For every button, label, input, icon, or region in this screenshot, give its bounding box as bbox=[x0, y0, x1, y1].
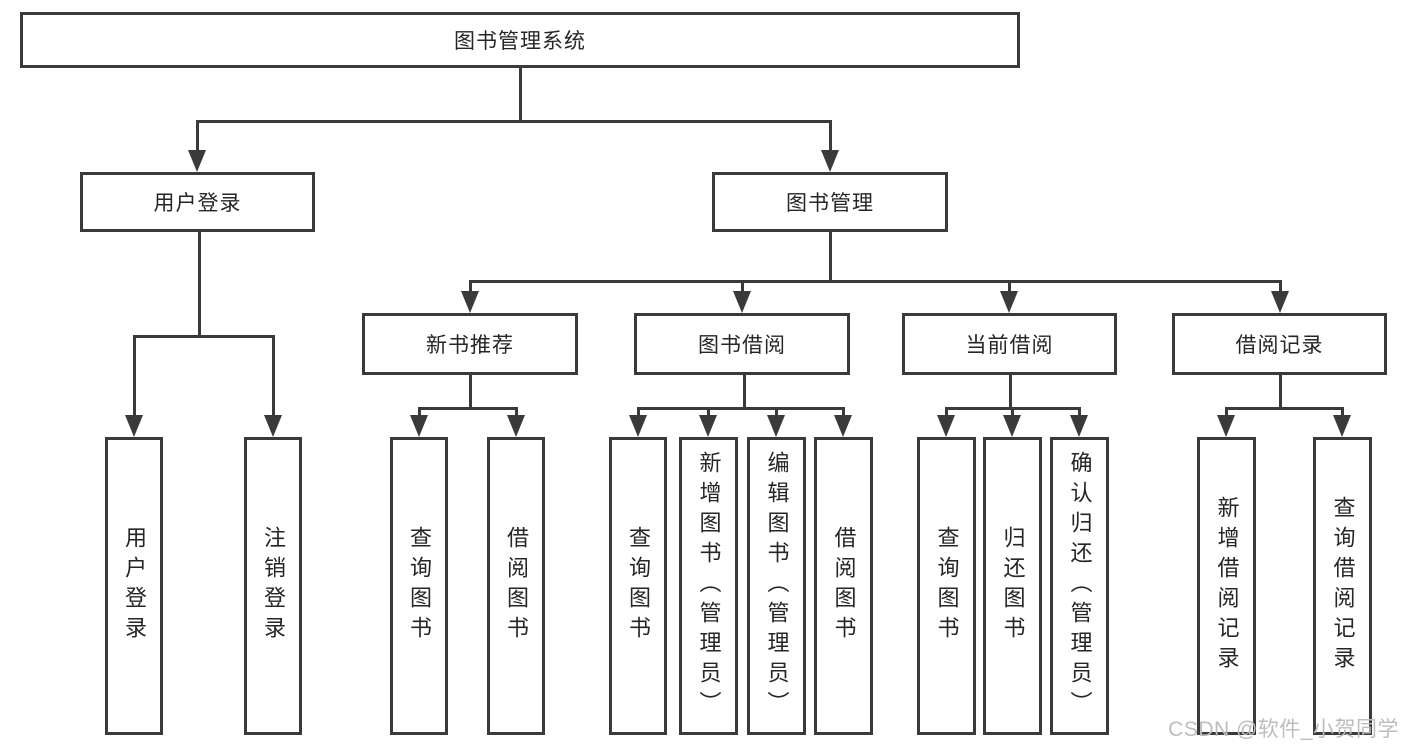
arrowhead-down bbox=[699, 415, 717, 437]
connector-line bbox=[944, 407, 948, 417]
connector-line bbox=[742, 375, 746, 407]
csdn-watermark: CSDN @软件_小贺同学 bbox=[1168, 718, 1399, 741]
arrowhead-down bbox=[264, 415, 282, 437]
connector-line bbox=[518, 68, 522, 120]
arrowhead-down bbox=[937, 415, 955, 437]
node-label: 借阅记录 bbox=[1235, 334, 1324, 357]
node-library-system: 图书管理系统 bbox=[20, 12, 1020, 68]
leaf-label: 新增借阅记录 bbox=[1214, 496, 1240, 676]
connector-line bbox=[132, 335, 136, 417]
node-label: 图书管理 bbox=[786, 192, 874, 215]
connector-line bbox=[195, 120, 832, 123]
connector-line bbox=[706, 407, 710, 417]
arrowhead-down bbox=[1333, 415, 1351, 437]
connector-line bbox=[417, 407, 421, 417]
node-current-borrowing: 当前借阅 bbox=[902, 313, 1117, 375]
leaf-logout: 注销登录 bbox=[244, 437, 302, 735]
leaf-confirm-return-admin: 确认归还（管理员） bbox=[1050, 437, 1109, 735]
leaf-label: 确认归还（管理员） bbox=[1067, 451, 1093, 721]
leaf-borrow-books-2: 借阅图书 bbox=[814, 437, 873, 735]
connector-line bbox=[828, 120, 832, 152]
arrowhead-down bbox=[1271, 291, 1289, 313]
leaf-borrow-books-1: 借阅图书 bbox=[487, 437, 545, 735]
connector-line bbox=[468, 375, 472, 407]
connector-line bbox=[1008, 375, 1012, 407]
connector-line bbox=[514, 407, 518, 417]
leaf-query-books-1: 查询图书 bbox=[390, 437, 448, 735]
arrowhead-down bbox=[1070, 415, 1088, 437]
leaf-user-login: 用户登录 bbox=[105, 437, 163, 735]
connector-line bbox=[740, 280, 744, 293]
connector-line bbox=[468, 280, 472, 293]
arrowhead-down bbox=[767, 415, 785, 437]
connector-line bbox=[1278, 375, 1282, 407]
connector-line bbox=[195, 120, 199, 152]
leaf-label: 借阅图书 bbox=[831, 526, 857, 646]
connector-line bbox=[1077, 407, 1081, 417]
node-borrow-records: 借阅记录 bbox=[1172, 313, 1387, 375]
arrowhead-down bbox=[1003, 415, 1021, 437]
connector-line bbox=[1340, 407, 1344, 417]
node-label: 当前借阅 bbox=[965, 334, 1054, 357]
leaf-label: 归还图书 bbox=[1000, 526, 1026, 646]
node-label: 用户登录 bbox=[153, 192, 242, 215]
connector-line bbox=[636, 407, 845, 410]
leaf-return-books: 归还图书 bbox=[983, 437, 1042, 735]
connector-line bbox=[197, 232, 201, 335]
leaf-query-books-3: 查询图书 bbox=[917, 437, 976, 735]
leaf-add-books-admin: 新增图书（管理员） bbox=[679, 437, 738, 735]
arrowhead-down bbox=[507, 415, 525, 437]
node-label: 新书推荐 bbox=[426, 334, 514, 357]
node-new-book-recommend: 新书推荐 bbox=[362, 313, 578, 375]
node-book-management: 图书管理 bbox=[712, 172, 948, 232]
leaf-label: 注销登录 bbox=[261, 526, 286, 646]
node-label: 图书管理系统 bbox=[454, 30, 586, 53]
leaf-add-borrow-record: 新增借阅记录 bbox=[1197, 437, 1256, 735]
leaf-label: 编辑图书（管理员） bbox=[764, 451, 790, 721]
connector-line bbox=[1224, 407, 1344, 410]
connector-line bbox=[1278, 280, 1282, 293]
connector-line bbox=[636, 407, 640, 417]
arrowhead-down bbox=[1217, 415, 1235, 437]
arrowhead-down bbox=[410, 415, 428, 437]
leaf-label: 新增图书（管理员） bbox=[696, 451, 722, 721]
leaf-query-books-2: 查询图书 bbox=[609, 437, 667, 735]
leaf-query-borrow-record: 查询借阅记录 bbox=[1313, 437, 1372, 735]
connector-line bbox=[271, 335, 275, 417]
connector-line bbox=[1224, 407, 1228, 417]
leaf-label: 查询借阅记录 bbox=[1330, 496, 1356, 676]
connector-line bbox=[1010, 407, 1014, 417]
leaf-label: 查询图书 bbox=[407, 526, 432, 646]
arrowhead-down bbox=[125, 415, 143, 437]
connector-line bbox=[841, 407, 845, 417]
node-label: 图书借阅 bbox=[698, 334, 786, 357]
connector-line bbox=[1007, 280, 1011, 293]
arrowhead-down bbox=[629, 415, 647, 437]
connector-line bbox=[132, 335, 275, 338]
leaf-label: 查询图书 bbox=[626, 526, 651, 646]
node-user-login: 用户登录 bbox=[80, 172, 315, 232]
arrowhead-down bbox=[733, 291, 751, 313]
connector-line bbox=[774, 407, 778, 417]
leaf-edit-books-admin: 编辑图书（管理员） bbox=[747, 437, 806, 735]
leaf-label: 查询图书 bbox=[934, 526, 960, 646]
leaf-label: 借阅图书 bbox=[504, 526, 529, 646]
arrowhead-down bbox=[461, 291, 479, 313]
arrowhead-down bbox=[821, 150, 839, 172]
connector-line bbox=[468, 280, 1282, 283]
leaf-label: 用户登录 bbox=[122, 526, 147, 646]
connector-line bbox=[417, 407, 518, 410]
arrowhead-down bbox=[1000, 291, 1018, 313]
node-book-borrowing: 图书借阅 bbox=[634, 313, 850, 375]
arrowhead-down bbox=[834, 415, 852, 437]
arrowhead-down bbox=[188, 150, 206, 172]
connector-line bbox=[828, 232, 832, 280]
